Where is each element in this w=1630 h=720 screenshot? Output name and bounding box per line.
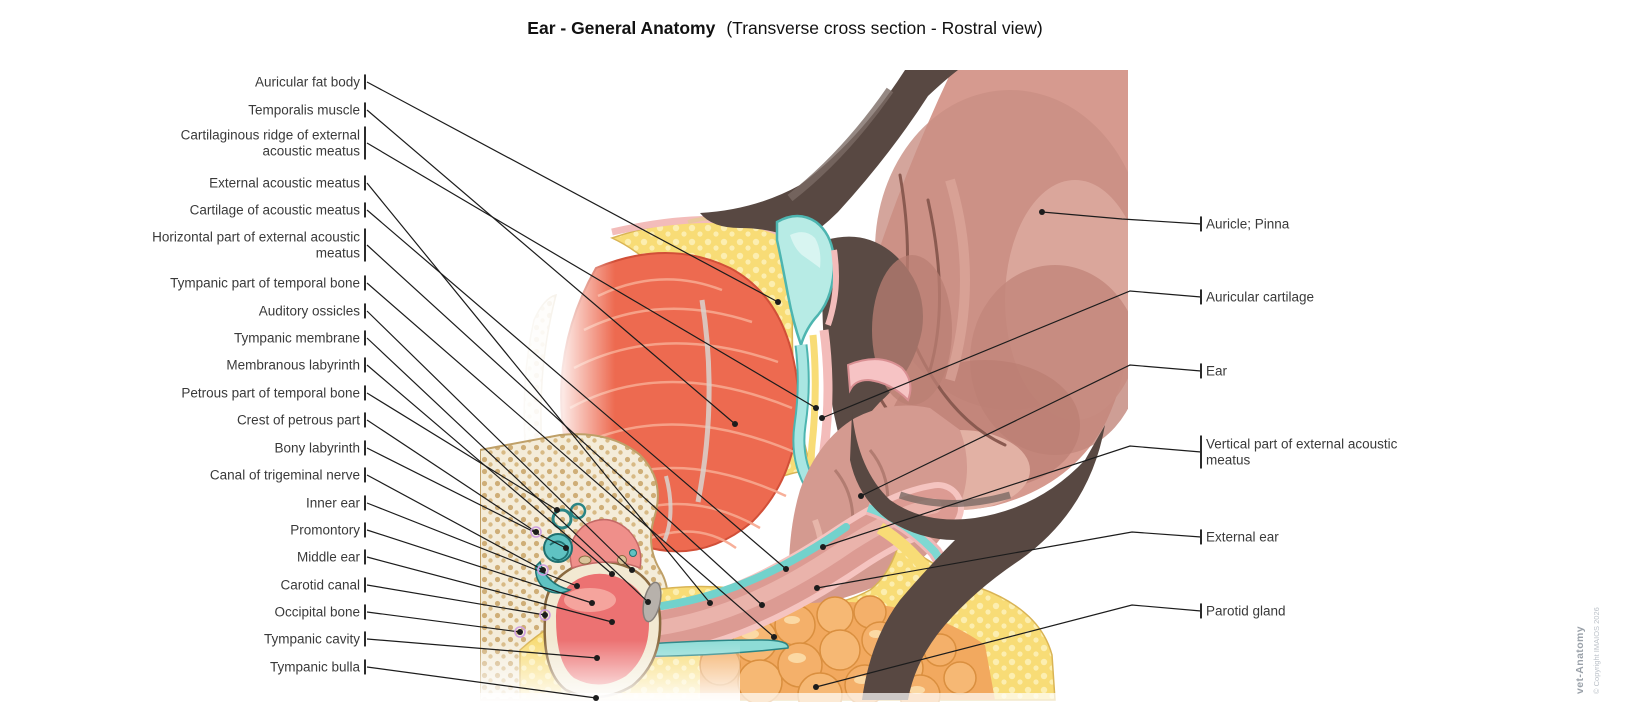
label-tympanic-membrane: Tympanic membrane: [234, 330, 366, 346]
tick-mark: [1200, 289, 1202, 305]
label-auricular-cartilage: Auricular cartilage: [1200, 289, 1314, 305]
skin-band-lower: [850, 412, 1105, 700]
tick-mark: [364, 631, 366, 647]
label-middle-ear: Middle ear: [297, 549, 366, 565]
tick-mark: [364, 175, 366, 191]
tick-mark: [364, 522, 366, 538]
tick-mark: [1200, 216, 1202, 232]
tick-mark: [364, 577, 366, 593]
skin-band-upper: [700, 70, 958, 242]
label-auricular-fat-body: Auricular fat body: [255, 74, 366, 90]
tick-mark: [364, 74, 366, 90]
figure-body: [480, 70, 1128, 702]
title-subtitle: (Transverse cross section - Rostral view…: [726, 18, 1043, 38]
tick-mark: [364, 330, 366, 346]
label-external-ear: External ear: [1200, 529, 1279, 545]
tick-mark: [364, 275, 366, 291]
tick-mark: [364, 467, 366, 483]
tick-mark: [364, 228, 366, 262]
label-membranous-labyrinth: Membranous labyrinth: [226, 357, 366, 373]
leader-lines: [366, 81, 1202, 699]
tick-mark: [364, 659, 366, 675]
label-occipital-bone: Occipital bone: [274, 604, 366, 620]
label-ear: Ear: [1200, 363, 1227, 379]
label-auricle-pinna: Auricle; Pinna: [1200, 216, 1289, 232]
tick-mark: [364, 412, 366, 428]
label-tympanic-cavity: Tympanic cavity: [264, 631, 366, 647]
label-tympanic-bulla: Tympanic bulla: [270, 659, 366, 675]
tick-mark: [364, 549, 366, 565]
label-external-acoustic-meatus: External acoustic meatus: [209, 175, 366, 191]
label-vertical-part: Vertical part of external acoustic meatu…: [1200, 435, 1432, 469]
label-promontory: Promontory: [290, 522, 366, 538]
tympanic-membrane-shape: [642, 581, 662, 623]
tick-mark: [1200, 529, 1202, 545]
label-temporalis-muscle: Temporalis muscle: [248, 102, 366, 118]
watermark-brand: vet-Anatomy: [1574, 626, 1586, 694]
label-crest-of-petrous-part: Crest of petrous part: [237, 412, 366, 428]
label-parotid-gland: Parotid gland: [1200, 603, 1286, 619]
tick-mark: [364, 102, 366, 118]
tick-mark: [1200, 435, 1202, 469]
tick-mark: [364, 202, 366, 218]
tick-mark: [1200, 603, 1202, 619]
label-tympanic-part-temporal-bone: Tympanic part of temporal bone: [170, 275, 366, 291]
tick-mark: [364, 385, 366, 401]
tick-mark: [364, 357, 366, 373]
watermark-copyright: © Copyright IMAIOS 2026: [1592, 607, 1601, 694]
tick-mark: [364, 495, 366, 511]
tick-mark: [364, 126, 366, 160]
label-bony-labyrinth: Bony labyrinth: [274, 440, 366, 456]
label-cartilaginous-ridge: Cartilaginous ridge of external acoustic…: [134, 126, 366, 160]
label-carotid-canal: Carotid canal: [280, 577, 366, 593]
tick-mark: [364, 303, 366, 319]
title-main: Ear - General Anatomy: [527, 18, 716, 38]
label-inner-ear: Inner ear: [306, 495, 366, 511]
tragus-fold: [846, 358, 912, 402]
label-cartilage-of-acoustic-meatus: Cartilage of acoustic meatus: [190, 202, 366, 218]
leader-dots: [514, 209, 1045, 701]
tick-mark: [364, 440, 366, 456]
tick-mark: [1200, 363, 1202, 379]
label-horizontal-part: Horizontal part of external acoustic mea…: [134, 228, 366, 262]
page-title: Ear - General Anatomy (Transverse cross s…: [300, 18, 1270, 39]
label-auditory-ossicles: Auditory ossicles: [259, 303, 366, 319]
tick-mark: [364, 604, 366, 620]
label-canal-of-trigeminal-nerve: Canal of trigeminal nerve: [210, 467, 366, 483]
label-petrous-part-temporal-bone: Petrous part of temporal bone: [181, 385, 366, 401]
